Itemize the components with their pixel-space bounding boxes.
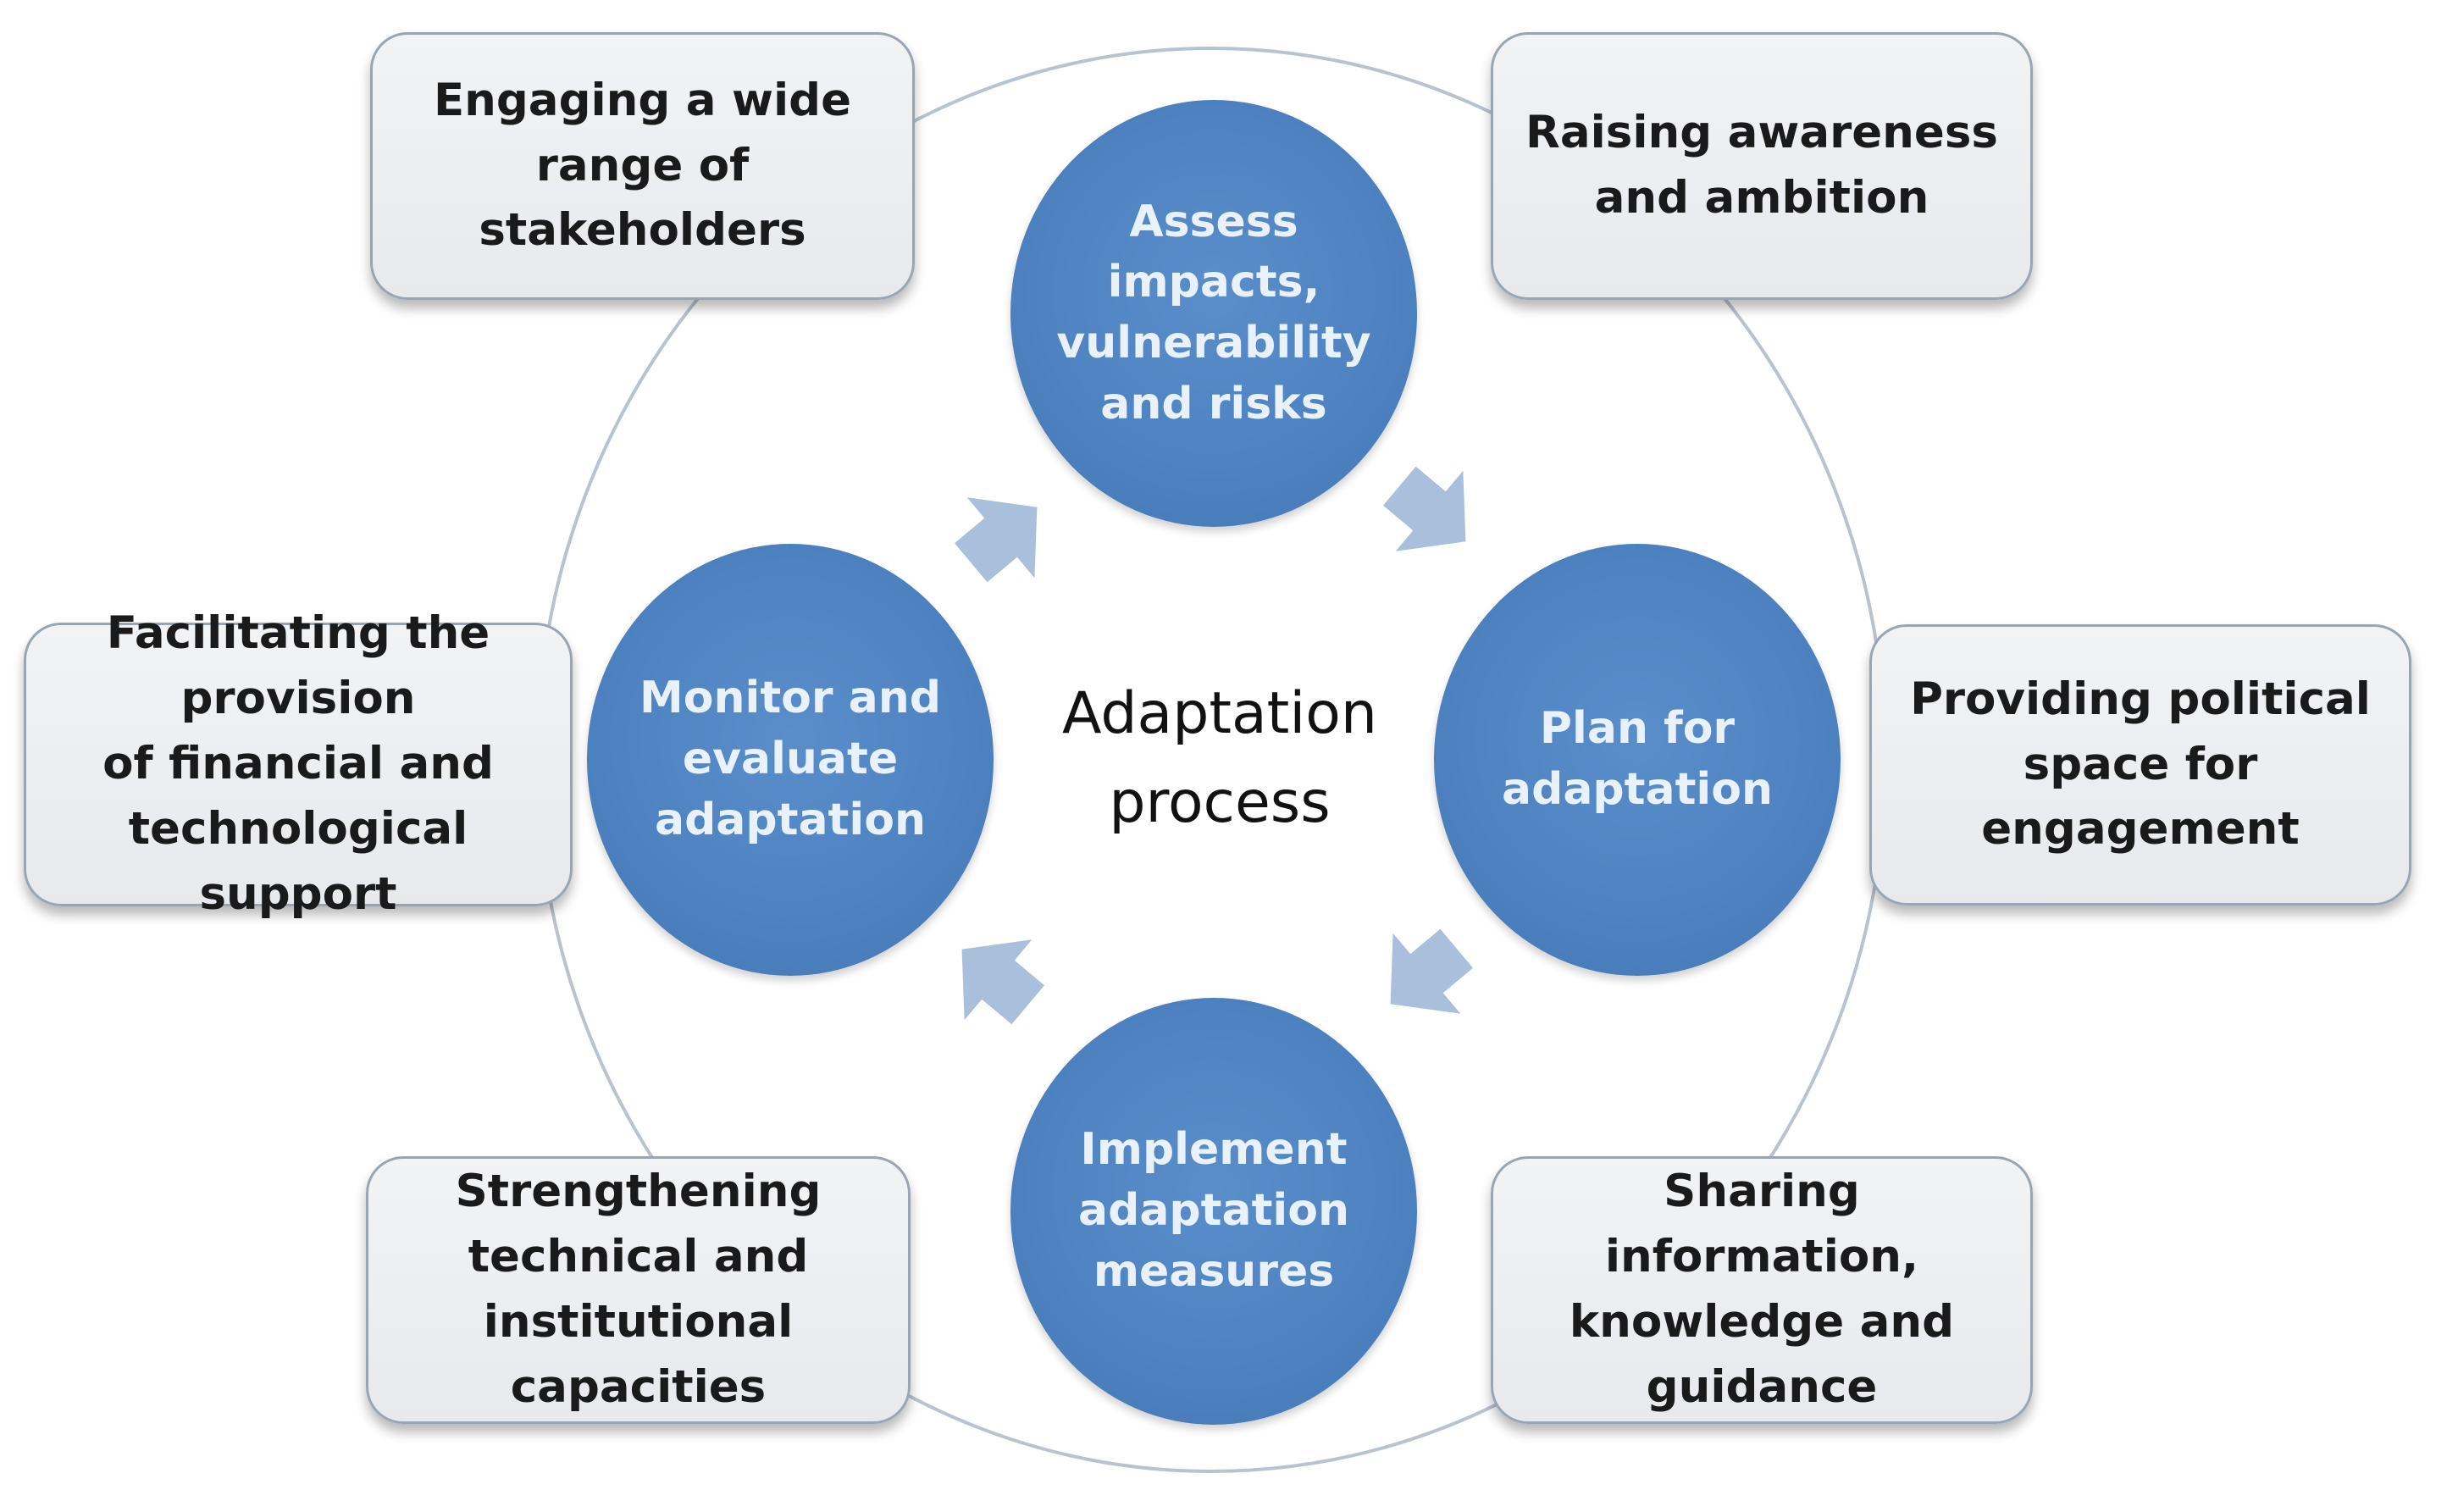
step-circle-monitor: Monitor and evaluate adaptation (587, 544, 994, 976)
support-box-engaging-stakeholders: Engaging a wide range of stakeholders (370, 32, 915, 300)
support-box-raising-awareness: Raising awareness and ambition (1491, 32, 2033, 300)
step-label: Assess impacts, vulnerability and risks (1056, 196, 1371, 429)
support-label: Raising awareness and ambition (1525, 107, 1998, 224)
step-label: Implement adaptation measures (1078, 1124, 1349, 1297)
arrow-assess-to-plan (1383, 466, 1466, 551)
center-title: Adaptation process (1062, 679, 1377, 836)
step-circle-implement: Implement adaptation measures (1010, 998, 1417, 1425)
support-label: Strengthening technical and institutiona… (455, 1166, 822, 1413)
support-label: Providing political space for engagement (1910, 673, 2371, 856)
support-box-sharing-information: Sharing information, knowledge and guida… (1491, 1156, 2033, 1424)
step-circle-plan: Plan for adaptation (1434, 544, 1841, 976)
support-label: Engaging a wide range of stakeholders (433, 74, 852, 257)
support-label: Sharing information, knowledge and guida… (1569, 1166, 1955, 1413)
step-label: Monitor and evaluate adaptation (639, 673, 941, 845)
support-label: Facilitating the provision of financial … (102, 607, 494, 920)
step-label: Plan for adaptation (1502, 703, 1773, 815)
support-box-political-space: Providing political space for engagement (1869, 624, 2411, 906)
arrow-monitor-to-assess (955, 497, 1038, 583)
support-box-strengthening-capacities: Strengthening technical and institutiona… (366, 1156, 911, 1424)
arrow-implement-to-monitor (961, 939, 1044, 1025)
step-circle-assess: Assess impacts, vulnerability and risks (1010, 100, 1417, 527)
support-box-financial-technological-support: Facilitating the provision of financial … (24, 607, 573, 920)
arrow-plan-to-implement (1390, 928, 1473, 1014)
